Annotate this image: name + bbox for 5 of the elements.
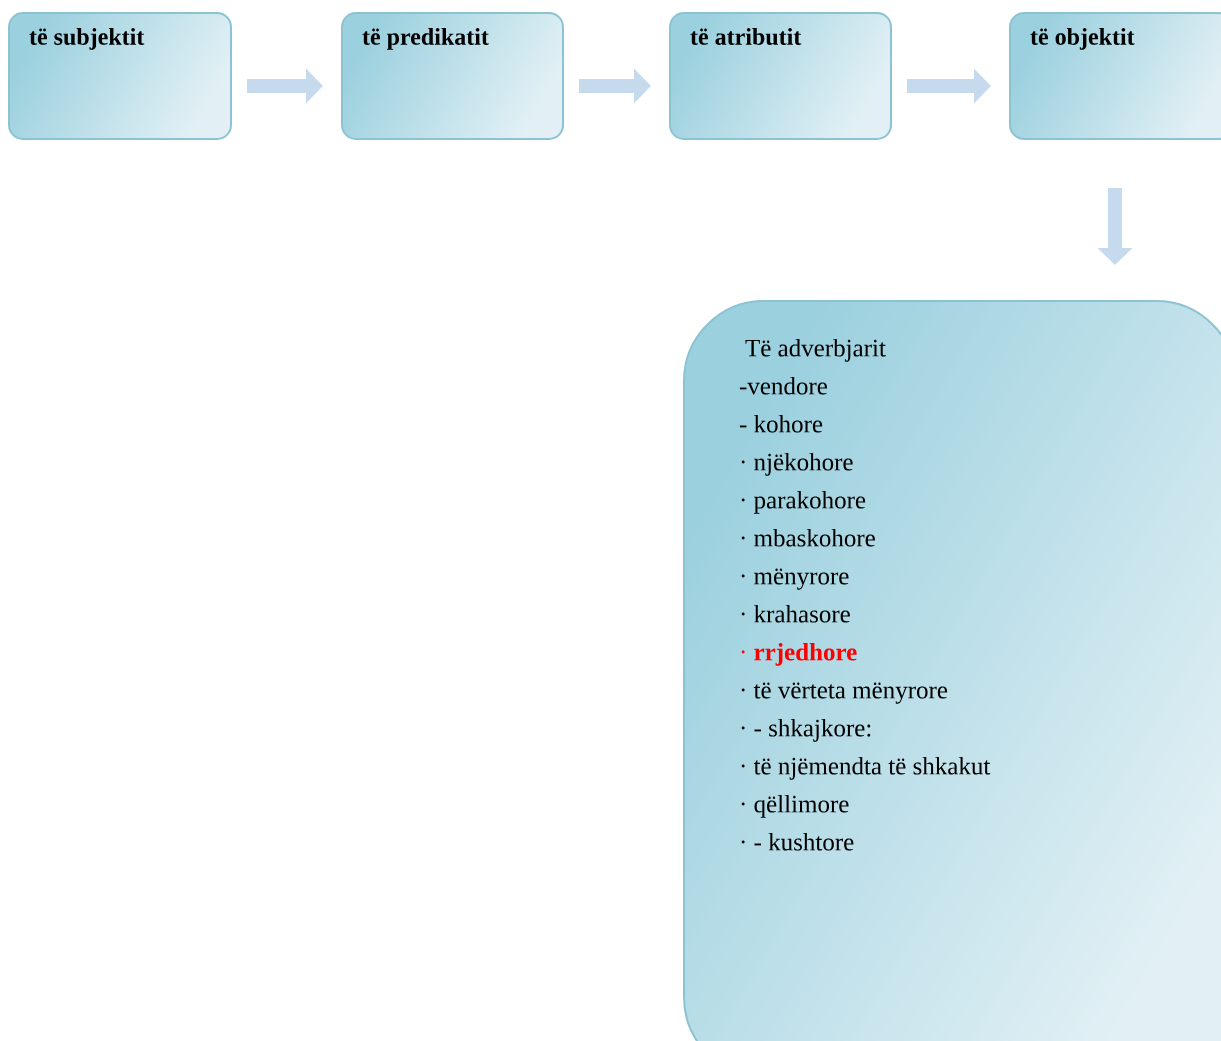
process-box: të subjektit [8,12,232,140]
process-box: të atributit [669,12,892,140]
process-box: të predikatit [341,12,564,140]
process-box: të objektit [1009,12,1221,140]
rounded-box: Të adverbjarit -vendore - kohore · njëkohore · parakohore · mbaskohore · mënyrore · krahasore · rrjedhore · të vërteta mënyrore · - shkajkore: · të njëmendta të shkakut · qëllimore · - kushtore [683,300,1221,1041]
